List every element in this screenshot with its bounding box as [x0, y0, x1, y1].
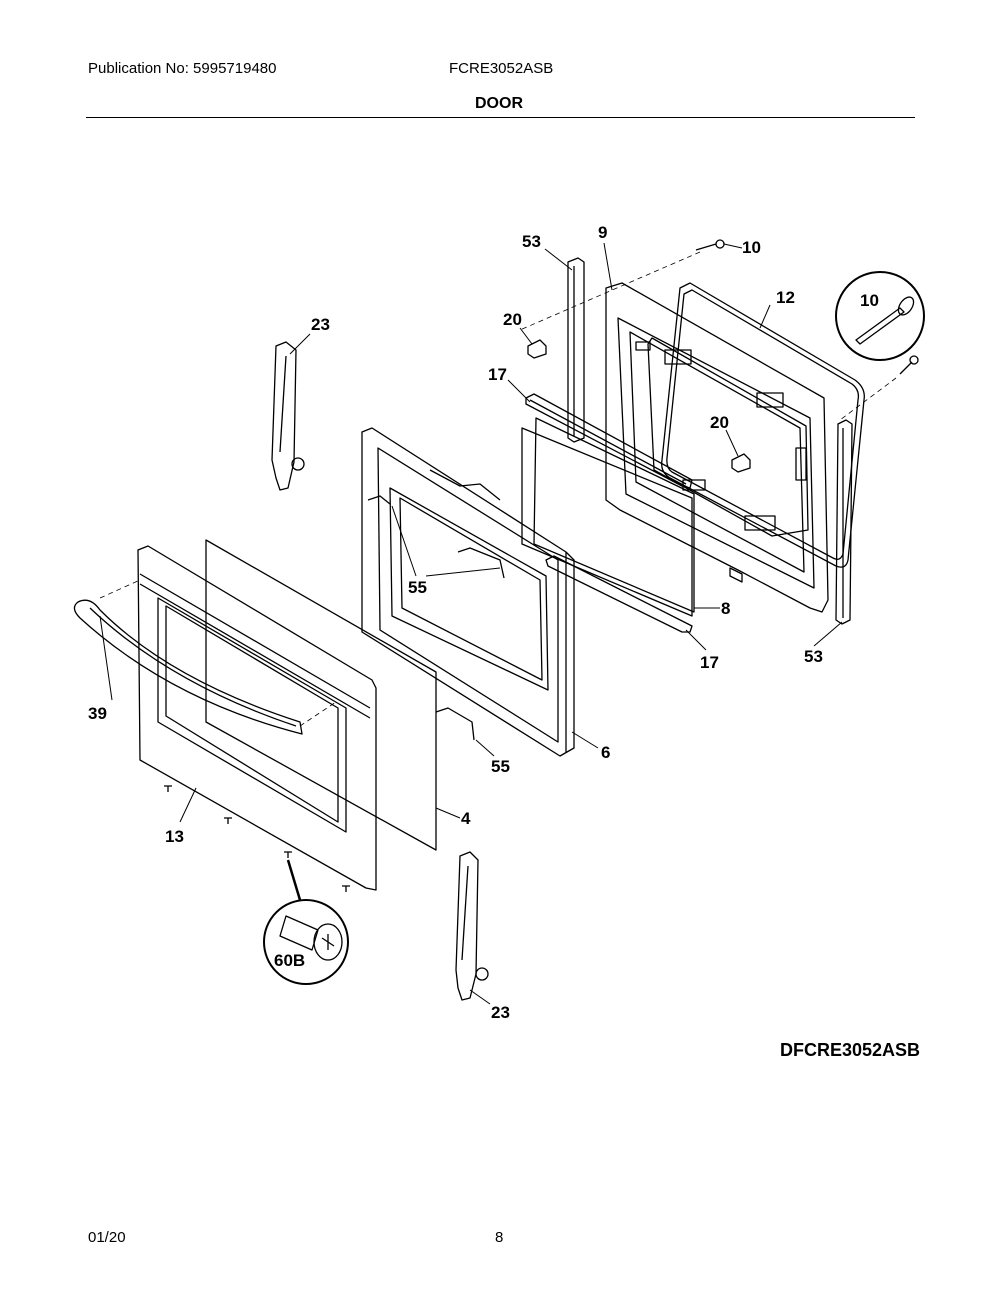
part-20-spacer-mid: [731, 453, 751, 473]
leader-23-bottom: [469, 989, 491, 1005]
part-55-bracket-lower: [435, 707, 475, 741]
leader-9: [603, 242, 613, 291]
leader-39: [99, 615, 113, 701]
inset-60b-screw: [263, 899, 349, 985]
leader-55-upper-b: [425, 567, 501, 577]
part-6-door-frame: [361, 427, 575, 757]
part-10-screw-side: [899, 355, 919, 375]
callout-10-top: 10: [742, 238, 761, 257]
header-rule: [86, 117, 915, 118]
callout-55-bottom: 55: [491, 757, 510, 776]
leader-55-upper-a: [391, 505, 417, 577]
section-title: DOOR: [475, 95, 523, 112]
part-4-outer-glass: [205, 539, 437, 851]
leader-60b: [286, 859, 302, 901]
part-17-retainer-top: [525, 393, 693, 489]
leader-23-top: [289, 333, 311, 355]
align-line-10-side: [839, 377, 897, 421]
part-20-spacer-top: [527, 339, 547, 359]
callout-6: 6: [601, 743, 610, 762]
callout-55-mid: 55: [408, 578, 427, 597]
leader-55-lower: [475, 739, 495, 757]
leader-17-bottom: [685, 629, 707, 651]
callout-60b: 60B: [274, 951, 305, 970]
callout-39: 39: [88, 704, 107, 723]
leader-10-top: [723, 243, 743, 249]
leader-13: [179, 787, 197, 823]
align-line-39-b: [299, 701, 337, 727]
callout-20-top: 20: [503, 310, 522, 329]
callout-4: 4: [461, 809, 471, 828]
callout-17-top: 17: [488, 365, 507, 384]
inset-10-screw: [835, 271, 925, 361]
part-55-bracket-upper: [367, 495, 505, 579]
leader-17-top: [507, 379, 531, 403]
leader-53-bottom: [813, 621, 843, 647]
part-53-trim-bottom: [835, 419, 853, 625]
drawing-id: DFCRE3052ASB: [779, 1040, 920, 1060]
callout-20-mid: 20: [710, 413, 729, 432]
part-53-trim-top: [567, 257, 585, 443]
callout-53-bottom: 53: [804, 647, 823, 666]
footer-date: 01/20: [88, 1229, 126, 1246]
leader-6: [571, 731, 599, 749]
leader-53-top: [544, 248, 573, 271]
part-23-hinge-bottom: [455, 851, 489, 1001]
part-13-outer-panel: [137, 545, 377, 891]
callout-10-inset: 10: [860, 291, 879, 310]
leader-4: [435, 807, 461, 819]
part-9-inner-liner: [605, 282, 829, 613]
callout-17-bottom: 17: [700, 653, 719, 672]
part-23-hinge-top: [271, 341, 305, 491]
leader-12: [759, 304, 771, 329]
model-number: FCRE3052ASB: [449, 60, 554, 77]
callout-8: 8: [721, 599, 730, 618]
part-17-retainer-bottom: [545, 555, 693, 633]
leader-20-top: [519, 327, 533, 345]
page-number: 8: [495, 1229, 504, 1246]
callout-13: 13: [165, 827, 184, 846]
callout-23-top: 23: [311, 315, 330, 334]
align-line-39-a: [99, 579, 141, 599]
part-39-handle: [73, 599, 303, 735]
callout-12: 12: [776, 288, 795, 307]
align-line-10-top: [519, 251, 701, 331]
part-10-screw-top: [695, 239, 725, 251]
part-8-glass: [521, 417, 695, 617]
callout-53-top: 53: [522, 232, 541, 251]
callout-23-bottom: 23: [491, 1003, 510, 1022]
publication-number: Publication No: 5995719480: [88, 60, 277, 77]
leader-20-mid: [725, 429, 739, 457]
callout-9: 9: [598, 223, 607, 242]
bottom-screws: [164, 785, 350, 892]
